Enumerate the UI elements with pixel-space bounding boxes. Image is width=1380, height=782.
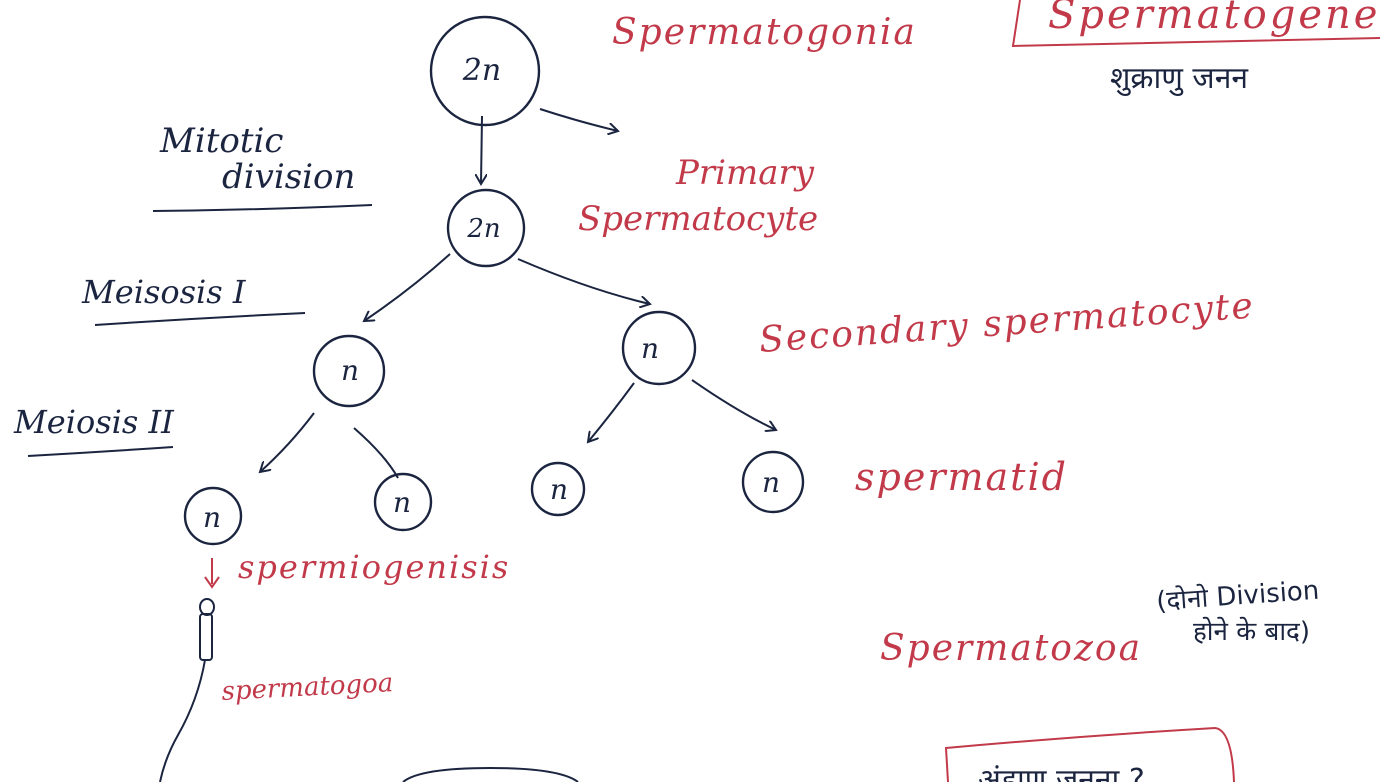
node-circle-spermatogonia	[429, 15, 541, 127]
note-line1: (दोनो Division	[1155, 575, 1320, 617]
label-spermiogenesis: spermiogenisis	[238, 548, 510, 586]
node-circle-spermatid-4	[741, 450, 805, 514]
node-text-primary: 2n	[466, 214, 500, 244]
node-circle-spermatid-1	[183, 486, 243, 546]
arrow-spermiogenesis	[204, 558, 220, 589]
bottom-box-partial	[944, 726, 1235, 782]
stage-meiosis2: Meiosis II	[13, 403, 175, 441]
title-box	[1011, 0, 1380, 48]
sperm-icon	[159, 598, 215, 782]
label-spermatozoa-small: spermatogoa	[221, 668, 394, 707]
node-circle-primary	[446, 188, 526, 268]
line-meiosis2-lr	[353, 427, 399, 479]
node-text-secondary-left: n	[341, 354, 359, 387]
stage-mitotic-line2: division	[222, 157, 355, 197]
underline-meiosis2	[27, 446, 174, 457]
underline-mitotic	[152, 204, 373, 212]
node-text-secondary-right: n	[641, 332, 659, 365]
label-primary-line1: Primary	[675, 153, 815, 193]
node-circle-spermatid-2	[373, 472, 433, 532]
arrow-mitosis-side	[539, 108, 618, 131]
node-text-spermatid-4: n	[762, 466, 780, 499]
title-partial: Spermatogenesis	[1048, 0, 1380, 38]
node-circle-secondary-left	[312, 334, 386, 408]
node-text-spermatogonia: 2n	[462, 53, 501, 88]
label-spermatogonia: Spermatogonia	[612, 12, 917, 53]
label-spermatid: spermatid	[855, 455, 1068, 499]
arrow-meiosis2-rl	[588, 382, 635, 442]
bottom-box-text: अंडाणु जनना ?	[978, 763, 1145, 782]
underline-meiosis1	[94, 312, 306, 326]
label-spermatozoa: Spermatozoa	[880, 628, 1142, 669]
node-text-spermatid-3: n	[550, 473, 568, 506]
arrow-mitosis-down	[481, 115, 482, 184]
arrow-meiosis2-ll	[260, 412, 315, 472]
bottom-oval-partial	[402, 766, 579, 782]
note-line2: होने के बाद)	[1193, 616, 1310, 647]
title-hindi: शुक्राणु जनन	[1110, 61, 1249, 97]
stage-mitotic-line1: Mitotic	[159, 121, 283, 161]
node-circle-spermatid-3	[530, 461, 586, 517]
label-primary-line2: Spermatocyte	[578, 199, 818, 239]
arrow-meiosis1-right	[517, 258, 650, 304]
arrow-meiosis1-left	[364, 253, 451, 321]
arrow-meiosis2-rr	[691, 379, 776, 430]
label-secondary: Secondary spermatocyte	[758, 285, 1256, 361]
stage-meiosis1: Meisosis I	[81, 273, 247, 311]
node-text-spermatid-2: n	[393, 486, 411, 519]
node-circle-secondary-right	[621, 310, 697, 386]
node-text-spermatid-1: n	[203, 501, 221, 534]
